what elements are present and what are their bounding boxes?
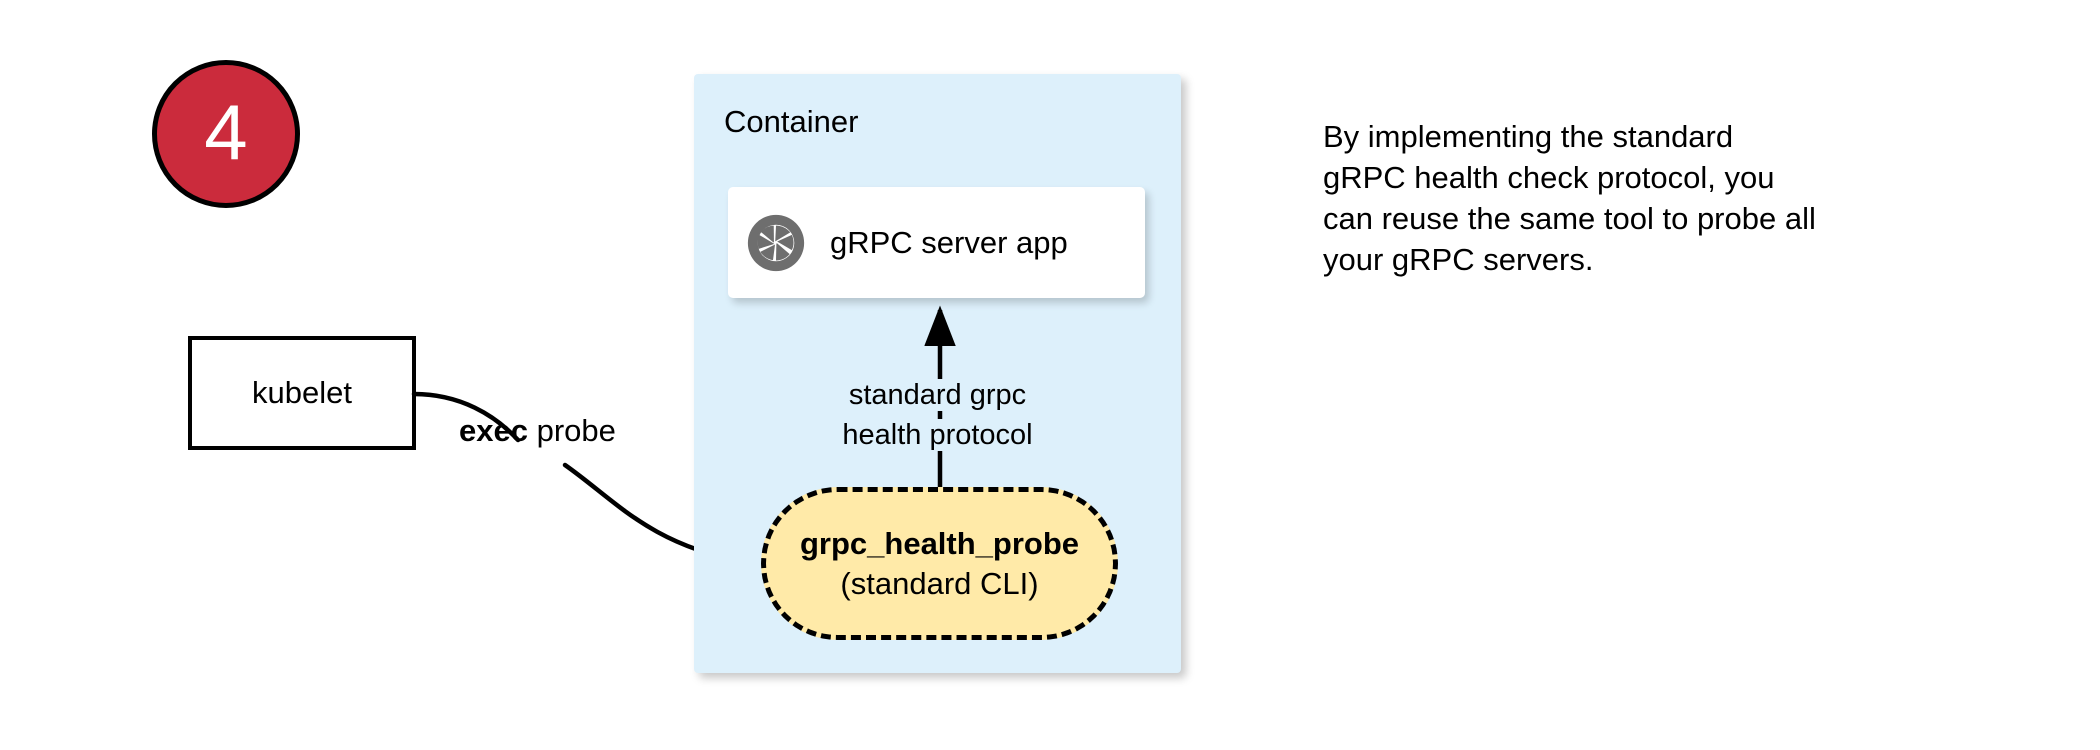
side-note-line2: gRPC health check protocol, you: [1323, 160, 1775, 195]
protocol-line1-text: standard grpc: [842, 379, 1033, 411]
aperture-icon: [747, 214, 805, 271]
protocol-label: standard grpc health protocol: [694, 375, 1181, 455]
exec-probe-suffix: probe: [527, 413, 616, 448]
container-title: Container: [724, 104, 859, 139]
grpc-health-probe-subtitle: (standard CLI): [840, 565, 1039, 601]
exec-probe-keyword: exec: [459, 413, 528, 448]
side-note-line3: can reuse the same tool to probe all: [1323, 201, 1816, 236]
side-note-line1: By implementing the standard: [1323, 119, 1734, 154]
protocol-line2-text: health protocol: [836, 419, 1039, 451]
step-number-text: 4: [204, 88, 248, 176]
grpc-server-app-card: gRPC server app: [728, 187, 1145, 298]
kubelet-node: kubelet: [188, 336, 416, 450]
kubelet-label: kubelet: [252, 375, 352, 410]
grpc-health-probe-node: grpc_health_probe (standard CLI): [761, 487, 1118, 640]
protocol-label-line1: standard grpc: [694, 375, 1181, 415]
protocol-label-line2: health protocol: [694, 415, 1181, 455]
side-note-line4: your gRPC servers.: [1323, 242, 1594, 277]
exec-probe-label: exec probe: [459, 413, 616, 449]
step-number-badge: 4: [152, 60, 300, 208]
grpc-server-app-label: gRPC server app: [830, 224, 1068, 260]
side-note: By implementing the standard gRPC health…: [1323, 116, 1816, 280]
grpc-health-probe-title: grpc_health_probe: [799, 525, 1080, 561]
